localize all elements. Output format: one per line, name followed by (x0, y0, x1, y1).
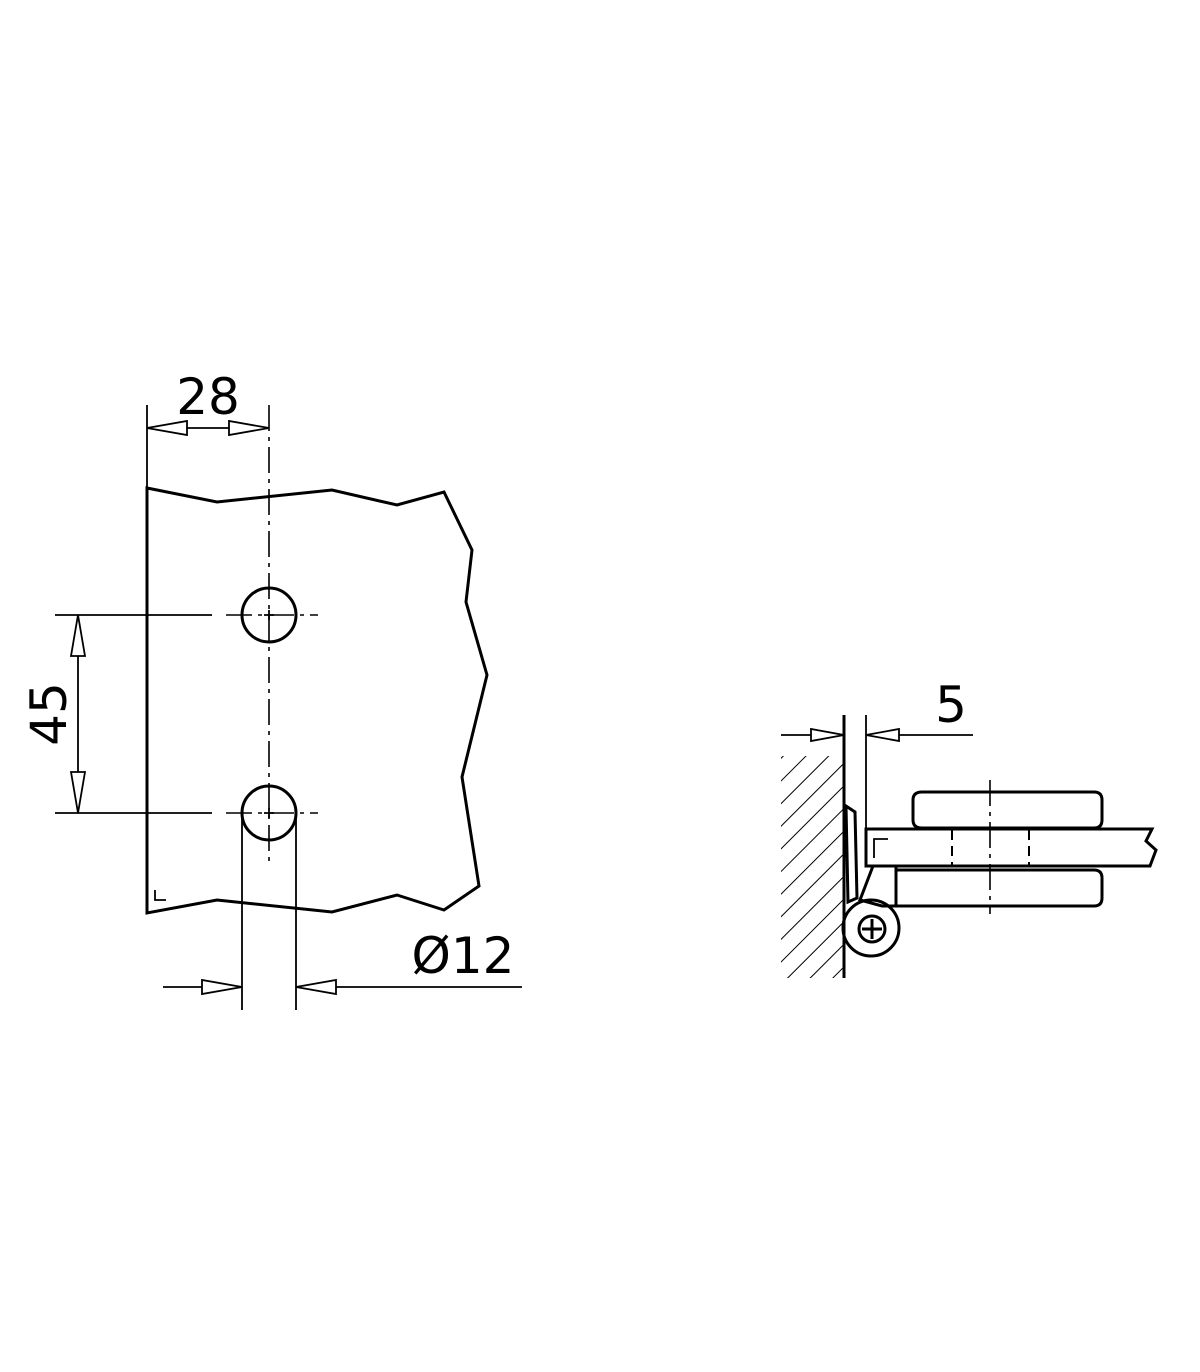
bottom-clamp-plate (894, 868, 1104, 908)
side-view: 5 (781, 676, 1158, 978)
wall-hatching (781, 756, 844, 978)
hinge-knuckle (841, 898, 901, 958)
dimension-diameter-12: Ø12 (163, 813, 522, 1010)
glass-corner-mark (873, 838, 888, 858)
dimension-28: 28 (146, 368, 270, 488)
top-clamp-plate (911, 790, 1104, 830)
glass-panel-section (864, 827, 1158, 868)
dimension-5: 5 (781, 676, 973, 828)
dimension-5-label: 5 (935, 676, 967, 734)
front-view: 28 45 Ø12 (20, 368, 522, 1010)
dimension-diameter-12-label: Ø12 (412, 927, 515, 985)
dimension-45: 45 (20, 614, 87, 814)
screw-cross-icon (862, 919, 882, 939)
dimension-28-label: 28 (176, 368, 240, 426)
dimension-45-label: 45 (20, 682, 78, 746)
corner-mark (154, 890, 166, 901)
hinge-wall-leaf (844, 803, 859, 905)
glass-panel-outline (145, 486, 489, 915)
hinge-pin-screw (857, 914, 887, 944)
